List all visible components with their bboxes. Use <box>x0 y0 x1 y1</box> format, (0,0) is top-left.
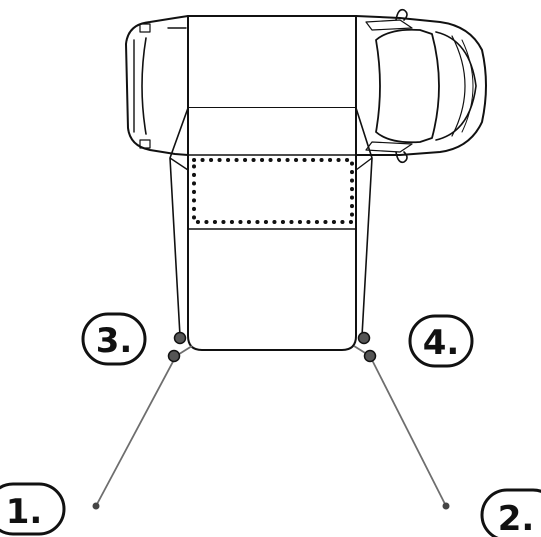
peg-2 <box>442 502 450 510</box>
vehicle-hood-line-2 <box>461 39 474 133</box>
vehicle-mirror-top <box>395 8 408 21</box>
vehicle-hood-line <box>451 35 466 137</box>
anchor-points <box>92 331 450 510</box>
anchor-point-left-lower <box>167 349 181 363</box>
badge-2: 2. <box>480 488 541 537</box>
guy-line-left <box>95 355 177 507</box>
anchor-point-3 <box>173 331 187 345</box>
awning-flap-left <box>169 157 189 171</box>
badge-3: 3. <box>81 312 147 366</box>
awning <box>169 15 373 351</box>
peg-1 <box>92 502 100 510</box>
awning-dotted-window <box>192 158 354 224</box>
badge-3-frame <box>81 312 147 366</box>
anchor-point-4 <box>357 331 371 345</box>
awning-flap-right <box>355 157 373 171</box>
vehicle-mirror-bottom <box>395 151 408 164</box>
vehicle-side-window-top <box>365 19 413 31</box>
guy-lines <box>95 345 447 507</box>
vehicle-tail-light-top <box>139 23 151 33</box>
badge-4-label: 4. <box>423 323 460 363</box>
badge-1-frame <box>0 482 66 536</box>
awning-roof-panel <box>187 15 357 109</box>
badge-3-label: 3. <box>96 321 133 361</box>
badge-2-frame <box>480 488 541 537</box>
vehicle-rear-door <box>141 37 147 135</box>
badge-4: 4. <box>408 314 474 368</box>
badge-4-frame <box>408 314 474 368</box>
badge-1-label: 1. <box>6 492 43 532</box>
vehicle-side-window-bottom <box>365 141 413 153</box>
badge-2-label: 2. <box>498 499 535 537</box>
guy-line-right <box>369 355 447 507</box>
badge-1: 1. <box>0 482 66 536</box>
vehicle-windshield <box>375 28 440 144</box>
anchor-point-right-lower <box>363 349 377 363</box>
vehicle-tail-light-bottom <box>139 139 151 149</box>
